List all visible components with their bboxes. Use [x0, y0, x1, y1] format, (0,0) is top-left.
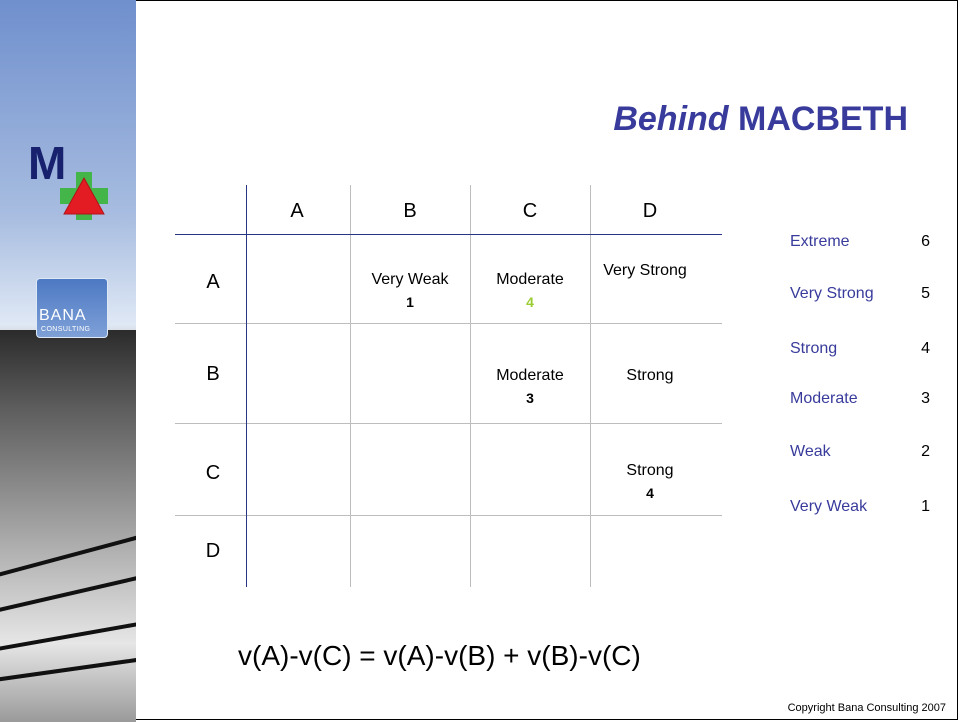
title-text: MACBETH [738, 99, 908, 138]
grid-line [175, 323, 722, 324]
matrix-cell-a-c: Moderate 4 [470, 270, 590, 312]
legend-value: 1 [921, 498, 930, 515]
legend-row-strong: Strong 4 [790, 340, 930, 360]
grid-line [470, 185, 471, 587]
cell-label: Very Weak [371, 271, 449, 288]
matrix-cell-a-d: Very Strong [590, 261, 700, 280]
matrix-cell-a-b: Very Weak 1 [350, 270, 470, 312]
legend-value: 2 [921, 443, 930, 460]
matrix-axis-horizontal [175, 234, 722, 235]
cell-label: Moderate [496, 367, 564, 384]
bana-logo-name: BANA [39, 307, 87, 324]
column-header-b: B [403, 200, 417, 222]
matrix-axis-vertical [246, 185, 247, 587]
legend-row-extreme: Extreme 6 [790, 233, 930, 253]
railway-photo [0, 330, 136, 722]
cell-label: Moderate [496, 271, 564, 288]
copyright-notice: Copyright Bana Consulting 2007 [787, 702, 946, 714]
legend-label: Extreme [790, 233, 850, 250]
column-header-a: A [290, 200, 304, 222]
matrix-cell-b-d: Strong [590, 366, 710, 385]
row-header-a: A [206, 271, 220, 293]
legend-row-moderate: Moderate 3 [790, 390, 930, 410]
matrix-cell-c-d: Strong 4 [590, 461, 710, 503]
legend-row-weak: Weak 2 [790, 443, 930, 463]
cell-label: Very Strong [603, 262, 687, 279]
side-branding-panel: M BANA CONSULTING [0, 0, 136, 722]
legend-row-very-weak: Very Weak 1 [790, 498, 930, 518]
legend-label: Moderate [790, 390, 858, 407]
row-header-c: C [205, 462, 221, 484]
legend-value: 5 [921, 285, 930, 302]
grid-line [175, 423, 722, 424]
cell-value: 4 [526, 294, 534, 310]
legend-label: Very Weak [790, 498, 868, 515]
cell-value: 1 [406, 294, 414, 310]
legend-value: 6 [921, 233, 930, 250]
legend-value: 3 [921, 390, 930, 407]
legend-label: Very Strong [790, 285, 874, 302]
cell-label: Strong [626, 462, 674, 479]
legend-label: Strong [790, 340, 838, 357]
legend-value: 4 [921, 340, 930, 357]
macbeth-plus-icon [60, 172, 108, 220]
judgement-matrix: A B C D A B C D Very Weak 1 Moderate 4 V… [170, 185, 730, 590]
row-header-b: B [206, 363, 220, 385]
macbeth-logo-letter: M [28, 137, 66, 189]
grid-line [175, 515, 722, 516]
consistency-formula: v(A)-v(C) = v(A)-v(B) + v(B)-v(C) [238, 640, 641, 671]
legend-label: Weak [790, 443, 831, 460]
legend-row-very-strong: Very Strong 5 [790, 285, 930, 305]
title-emphasis: Behind [613, 99, 729, 138]
column-header-c: C [522, 200, 538, 222]
bana-consulting-logo: BANA CONSULTING [36, 278, 108, 338]
cell-value: 4 [646, 485, 654, 501]
slide-title: Behind MACBETH [613, 100, 908, 139]
grid-line [350, 185, 351, 587]
cell-label: Strong [626, 367, 674, 384]
column-header-d: D [642, 200, 658, 222]
grid-line [590, 185, 591, 587]
row-header-d: D [205, 540, 221, 562]
cell-value: 3 [526, 390, 534, 406]
matrix-cell-b-c: Moderate 3 [470, 366, 590, 408]
bana-logo-subtitle: CONSULTING [41, 326, 91, 333]
